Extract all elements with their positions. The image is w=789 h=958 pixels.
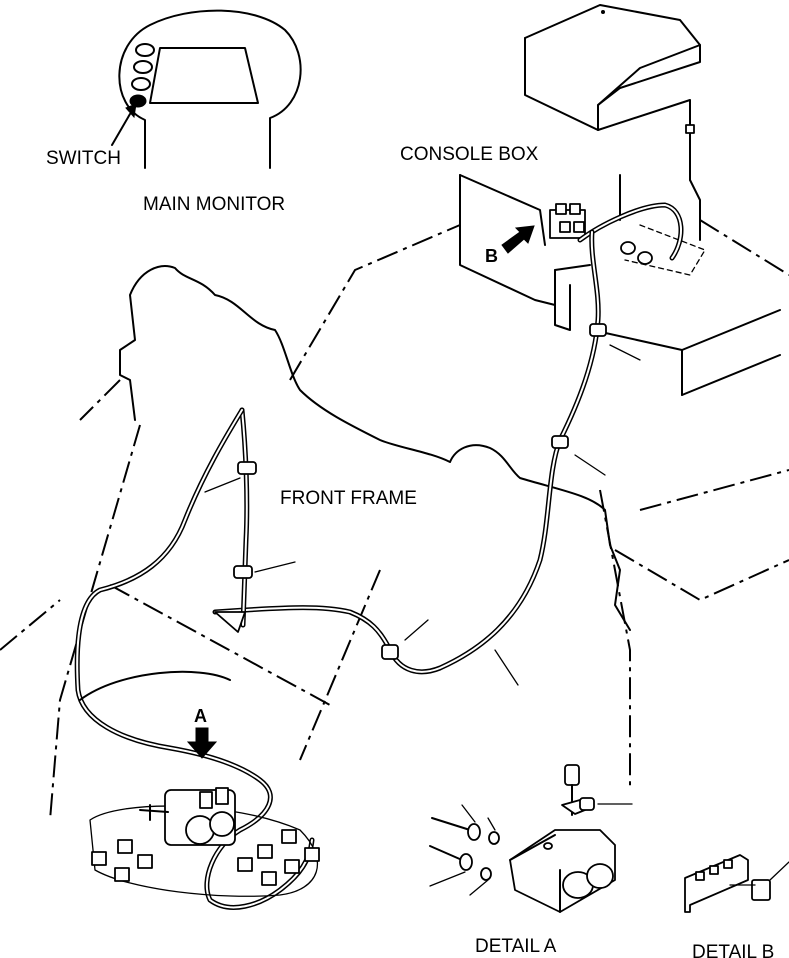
main-monitor-inset: SWITCH MAIN MONITOR (46, 9, 302, 215)
detail-a: DETAIL A (429, 764, 633, 957)
front-frame-label: FRONT FRAME (280, 488, 417, 509)
valve-assembly: A (79, 670, 320, 897)
arrow-a-icon (186, 727, 218, 759)
switch-label: SWITCH (46, 148, 121, 169)
front-frame: FRONT FRAME (119, 265, 631, 631)
monitor-screen (149, 47, 259, 104)
hose-clamp (381, 644, 399, 660)
main-monitor-label: MAIN MONITOR (143, 194, 285, 215)
arrow-b-label: B (485, 246, 498, 266)
switch-button (129, 94, 147, 108)
hose-clamp (589, 323, 607, 337)
hose-clamp (233, 565, 253, 579)
arrow-a-label: A (194, 706, 207, 726)
detail-a-label: DETAIL A (475, 936, 557, 957)
console-connector-block (549, 203, 586, 239)
hose-tee (214, 611, 246, 633)
hose-clamp (551, 435, 569, 449)
console-box-label: CONSOLE BOX (400, 144, 539, 165)
hose-clamp (237, 461, 257, 475)
arrow-b-icon (501, 225, 535, 254)
detail-b: DETAIL B (684, 854, 789, 958)
console-box: CONSOLE BOX B (400, 4, 781, 396)
hydraulic-hose (74, 202, 684, 910)
detail-b-label: DETAIL B (692, 942, 774, 958)
machine-outline-dashed (0, 219, 789, 821)
